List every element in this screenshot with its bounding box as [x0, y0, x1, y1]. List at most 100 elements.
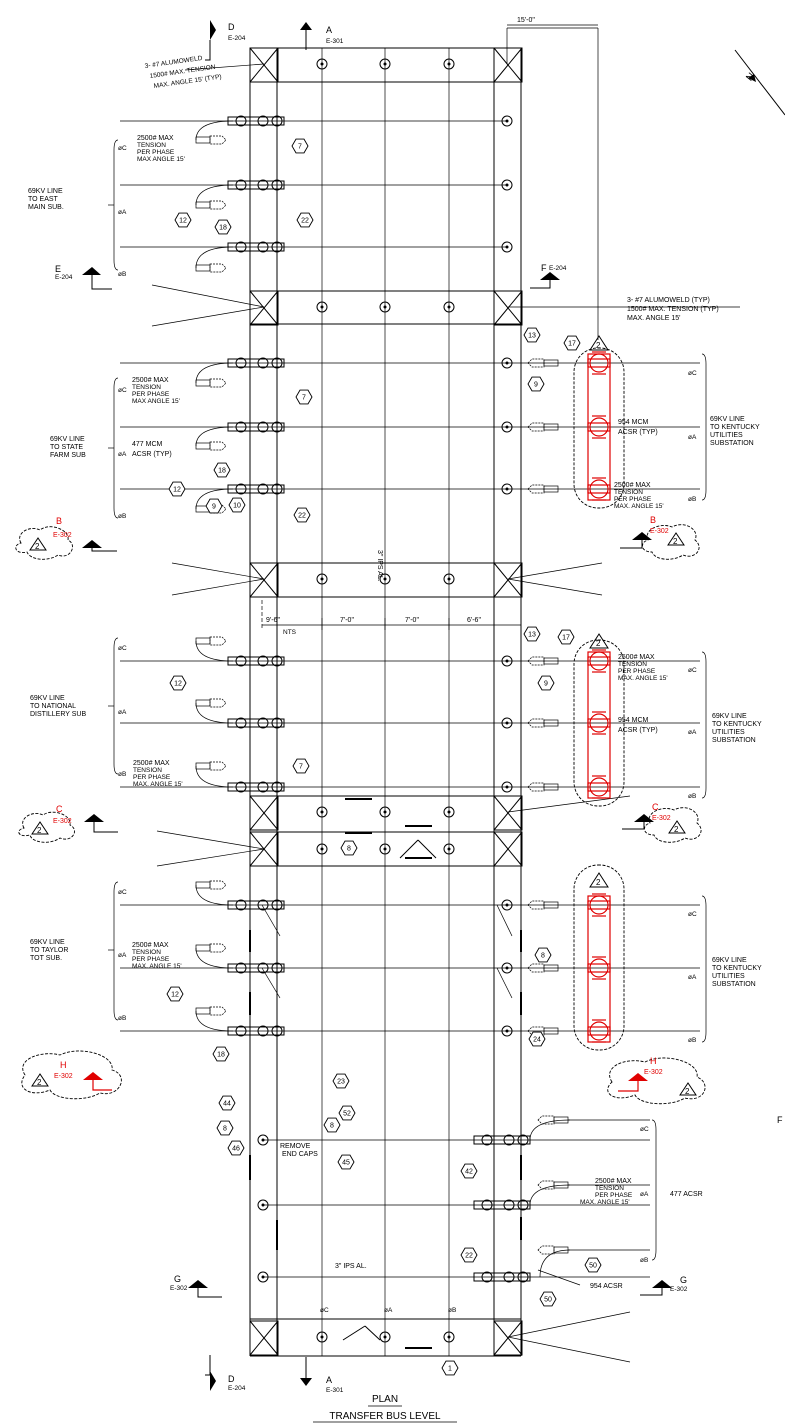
callout-tag: 22 — [293, 507, 311, 523]
callout-tag: 8 — [323, 1117, 341, 1133]
svg-text:END CAPS: END CAPS — [282, 1151, 318, 1158]
svg-text:ACSR (TYP): ACSR (TYP) — [132, 451, 172, 458]
callout-tag: 9 — [527, 376, 545, 392]
svg-text:øB: øB — [688, 496, 696, 503]
callout-tag: 12 — [174, 212, 192, 228]
callout-tag: 8 — [216, 1120, 234, 1136]
svg-text:PER PHASE: PER PHASE — [133, 774, 171, 781]
line-label: 69KV LINE — [28, 188, 63, 195]
svg-text:H: H — [650, 1056, 657, 1066]
rev-tag: 2 — [596, 341, 601, 350]
svg-text:PER PHASE: PER PHASE — [132, 391, 170, 398]
svg-text:B: B — [650, 515, 656, 525]
callout-tag: 17 — [563, 335, 581, 351]
svg-text:MAX. ANGLE 15': MAX. ANGLE 15' — [132, 963, 182, 970]
svg-text:D: D — [228, 22, 235, 32]
right-brackets — [651, 353, 707, 1261]
svg-text:7: 7 — [299, 764, 303, 771]
callout-tag: 22 — [460, 1247, 478, 1263]
svg-text:18: 18 — [217, 1052, 225, 1059]
svg-text:TENSION: TENSION — [595, 1185, 624, 1192]
svg-text:PER PHASE: PER PHASE — [132, 956, 170, 963]
structure-frame — [249, 47, 523, 1357]
callout-tag: 46 — [227, 1140, 245, 1156]
phase-labels: øC øA øB øC øA øB øC øA øB øC øA øB øC ø… — [118, 145, 697, 1314]
svg-text:954 MCM: 954 MCM — [618, 717, 649, 724]
callout-tag: 8 — [340, 840, 358, 856]
svg-text:7: 7 — [298, 144, 302, 151]
callout-tag: 52 — [338, 1105, 356, 1121]
callout-tag: 12 — [166, 986, 184, 1002]
svg-text:øB: øB — [688, 793, 696, 800]
dim-nts: NTS — [283, 629, 297, 636]
title: PLAN — [372, 1394, 398, 1405]
callout-tag: 8 — [534, 947, 552, 963]
svg-text:8: 8 — [223, 1126, 227, 1133]
svg-text:12: 12 — [171, 992, 179, 999]
svg-text:øC: øC — [688, 370, 697, 377]
svg-text:E-302: E-302 — [644, 1069, 663, 1076]
svg-text:50: 50 — [589, 1263, 597, 1270]
svg-text:2500# MAX: 2500# MAX — [595, 1178, 632, 1185]
line-label: SUBSTATION — [710, 440, 754, 447]
svg-text:E-302: E-302 — [670, 1286, 688, 1293]
callout-tag: 50 — [584, 1257, 602, 1273]
subtitle: TRANSFER BUS LEVEL — [329, 1411, 441, 1422]
svg-text:øA: øA — [688, 434, 697, 441]
callout-tag: 1 — [441, 1360, 459, 1376]
svg-text:PER PHASE: PER PHASE — [614, 496, 652, 503]
line-label: TO EAST — [28, 196, 59, 203]
svg-text:øC: øC — [688, 667, 697, 674]
svg-text:ACSR (TYP): ACSR (TYP) — [618, 727, 658, 734]
svg-text:A: A — [326, 25, 332, 35]
svg-text:477 ACSR: 477 ACSR — [670, 1191, 703, 1198]
svg-text:17: 17 — [562, 635, 570, 642]
svg-text:G: G — [680, 1275, 687, 1285]
svg-text:46: 46 — [232, 1146, 240, 1153]
svg-text:øB: øB — [640, 1257, 648, 1264]
svg-text:45: 45 — [342, 1160, 350, 1167]
line-label: UTILITIES — [712, 729, 745, 736]
svg-text:22: 22 — [301, 218, 309, 225]
left-brackets — [108, 139, 119, 1021]
svg-text:42: 42 — [465, 1169, 473, 1176]
svg-text:18: 18 — [219, 225, 227, 232]
callout-tag: 13 — [523, 626, 541, 642]
callout-tag: 7 — [295, 389, 313, 405]
svg-text:E-204: E-204 — [228, 1385, 246, 1392]
dim-15: 15'-0" — [517, 17, 535, 24]
svg-text:TENSION: TENSION — [137, 142, 166, 149]
svg-text:13: 13 — [528, 333, 536, 340]
svg-text:2500# MAX: 2500# MAX — [132, 942, 169, 949]
line-label: 69KV LINE — [50, 436, 85, 443]
line-label: DISTILLERY SUB — [30, 711, 86, 718]
svg-text:8: 8 — [347, 846, 351, 853]
svg-text:954 ACSR: 954 ACSR — [590, 1283, 623, 1290]
line-label: MAIN SUB. — [28, 204, 64, 211]
svg-text:B: B — [56, 516, 62, 526]
svg-text:9: 9 — [544, 681, 548, 688]
svg-text:13: 13 — [528, 632, 536, 639]
svg-text:TENSION: TENSION — [132, 384, 161, 391]
svg-text:E-301: E-301 — [326, 38, 344, 45]
callout-tag: 7 — [292, 758, 310, 774]
svg-text:A: A — [326, 1375, 332, 1385]
svg-text:D: D — [228, 1374, 235, 1384]
callout-tag: 9 — [537, 675, 555, 691]
line-label: 69KV LINE — [712, 957, 747, 964]
svg-text:øA: øA — [640, 1191, 649, 1198]
phase-conductors — [120, 120, 700, 1278]
svg-text:22: 22 — [298, 513, 306, 520]
line-label: SUBSTATION — [712, 737, 756, 744]
svg-text:954 MCM: 954 MCM — [618, 419, 649, 426]
revision-posts — [573, 347, 625, 1051]
svg-text:477 MCM: 477 MCM — [132, 441, 163, 448]
svg-text:E-301: E-301 — [326, 1387, 344, 1394]
line-label: TO KENTUCKY — [712, 965, 762, 972]
svg-text:2500# MAX: 2500# MAX — [614, 482, 651, 489]
svg-text:9: 9 — [212, 504, 216, 511]
callout-tag: 23 — [332, 1073, 350, 1089]
dim-text: 9'-6" — [266, 617, 280, 624]
line-label: 69KV LINE — [710, 416, 745, 423]
